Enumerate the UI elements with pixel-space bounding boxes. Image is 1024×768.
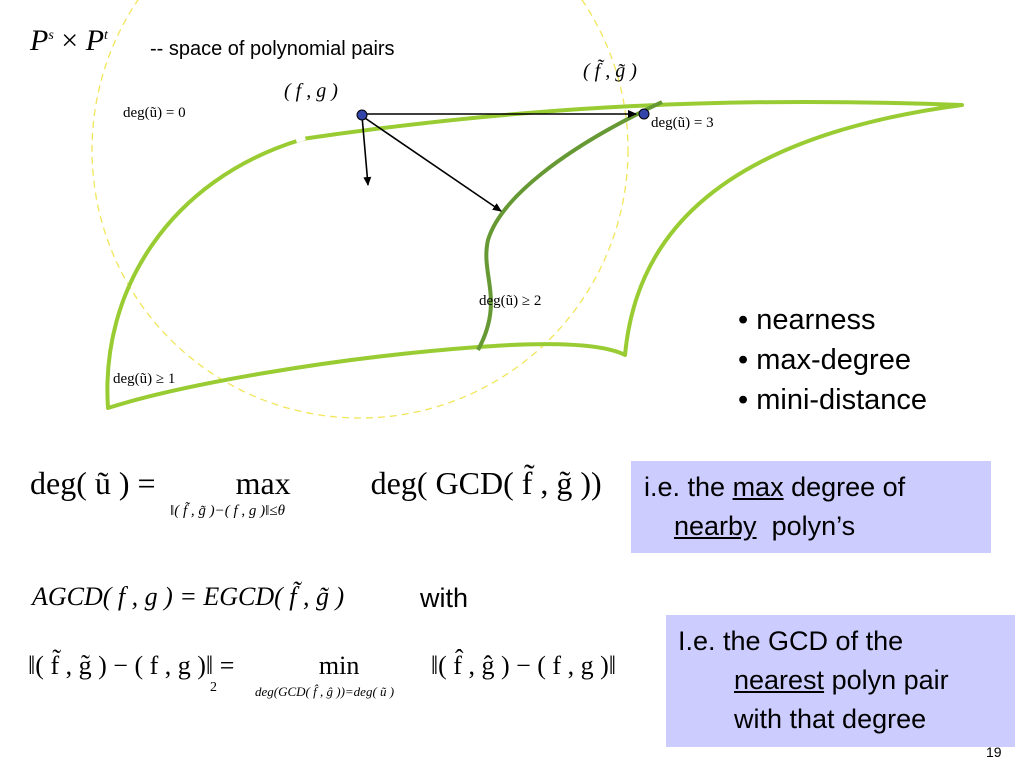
equation-agcd: AGCD( f , g ) = EGCD( f̃ , g̃ ) xyxy=(32,582,345,611)
arrow-to-deg1 xyxy=(361,115,372,186)
note-line: i.e. the max degree of xyxy=(644,472,906,502)
bullet-item: mini-distance xyxy=(738,380,927,420)
neighborhood-circle xyxy=(91,0,629,419)
page-number: 19 xyxy=(986,744,1002,760)
note-line: I.e. the GCD of the xyxy=(678,626,904,656)
manifold-deg2-curve xyxy=(476,100,663,351)
note-line: with that degree xyxy=(734,704,927,734)
space-description: -- space of polynomial pairs xyxy=(150,38,395,60)
bullet-item: max-degree xyxy=(738,340,927,380)
point-fg xyxy=(356,109,368,121)
point-fg-tilde xyxy=(638,108,650,120)
label-deg2: deg(ũ) ≥ 2 xyxy=(479,293,542,309)
note-line: nearest polyn pair xyxy=(734,665,949,695)
equation-min-distance: ‖( f̃ , g̃ ) − ( f , g )‖ = min ‖( f̂ , … xyxy=(28,651,617,680)
equation-degree-constraint: ‖( f̃ , g̃ )−( f , g )‖≤θ xyxy=(170,503,285,519)
equation-min-constraint: deg(GCD( f̂ , ĝ ))=deg( ũ ) xyxy=(255,684,395,699)
space-symbol: Ps × Pt xyxy=(30,24,108,57)
label-fg-tilde: ( f̃ , g̃ ) xyxy=(583,60,637,82)
nearest-gcd-note: I.e. the GCD of the nearest polyn pair w… xyxy=(666,615,1015,747)
label-deg0: deg(ũ) = 0 xyxy=(123,105,186,121)
arrow-to-deg2 xyxy=(361,115,502,212)
label-deg1: deg(ũ) ≥ 1 xyxy=(113,371,176,387)
label-deg3: deg(ũ) = 3 xyxy=(651,115,714,131)
label-fg: ( f , g ) xyxy=(284,80,338,102)
norm-subscript: 2 xyxy=(210,680,217,695)
manifold-deg1-boundary xyxy=(105,99,964,410)
with-label: with xyxy=(420,583,469,613)
bullet-item: nearness xyxy=(738,300,927,340)
bullet-list: nearness max-degree mini-distance xyxy=(738,300,927,420)
equation-degree-def: deg( ũ ) = max deg( GCD( f̃ , g̃ )) xyxy=(30,465,602,501)
note-line: nearby polyn’s xyxy=(674,511,856,541)
max-degree-note: i.e. the max degree of nearby polyn’s xyxy=(631,461,991,553)
